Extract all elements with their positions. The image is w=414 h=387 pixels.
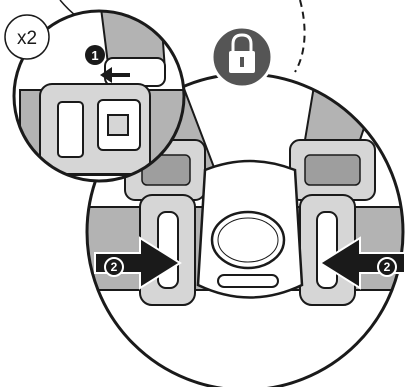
push-arrow-right <box>94 236 182 290</box>
dashed-boundary-line <box>294 0 306 73</box>
buckle-slot <box>217 274 279 288</box>
step-2-badge-right: 2 <box>377 257 397 277</box>
detail-inset-circle <box>12 9 186 183</box>
buckle-release-button <box>210 210 286 270</box>
multiplier-badge: x2 <box>4 14 50 60</box>
step-1-badge: 1 <box>85 45 105 65</box>
multiplier-label: x2 <box>17 28 37 49</box>
step-2-badge-left: 2 <box>104 257 124 277</box>
padlock-icon <box>229 33 255 73</box>
step-1-pull-arrow <box>100 67 130 83</box>
inset-buckle-tab <box>104 57 166 87</box>
step-1-number: 1 <box>91 48 98 63</box>
lock-badge <box>210 25 274 89</box>
step-2-number-right: 2 <box>384 260 391 274</box>
push-arrow-left <box>318 236 406 290</box>
step-2-number-left: 2 <box>111 260 118 274</box>
